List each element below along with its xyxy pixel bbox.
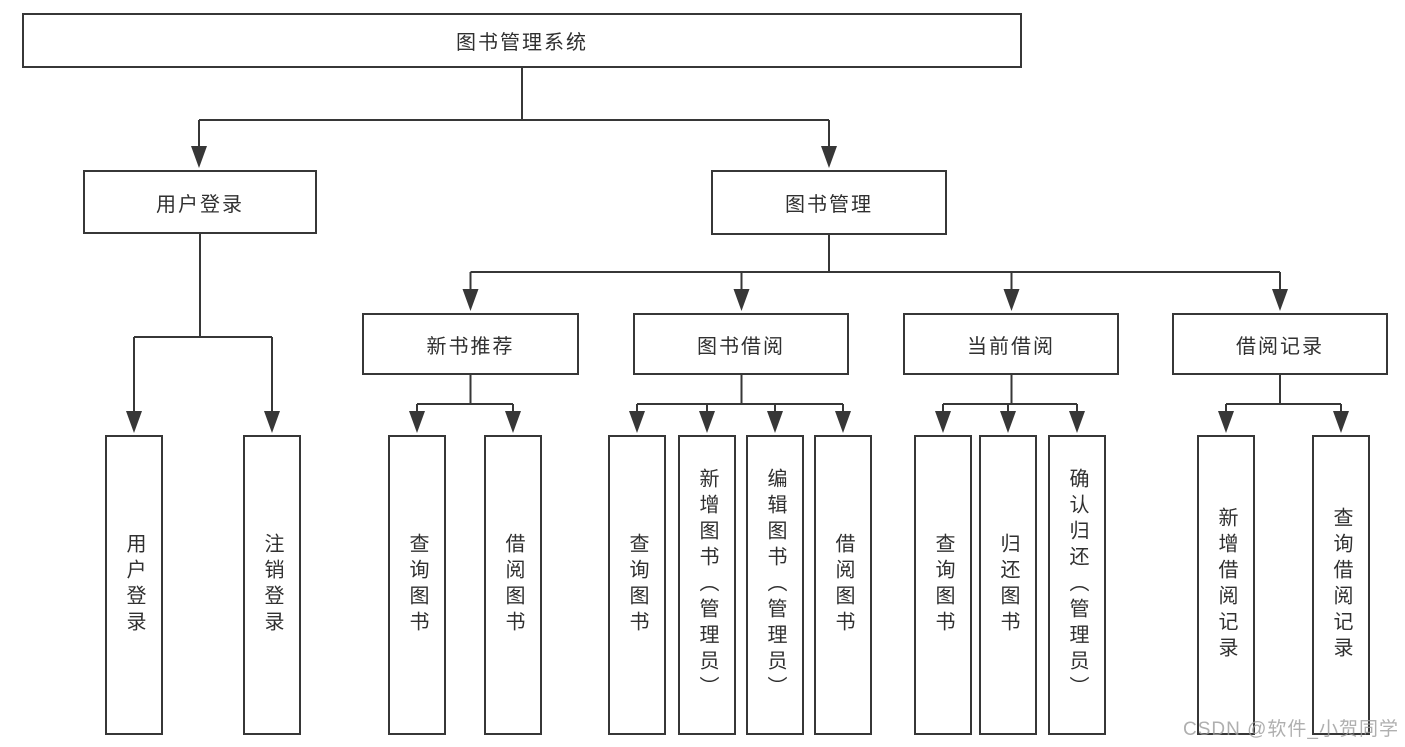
node-book-borrowing: 图书借阅 [633, 313, 849, 375]
leaf-add-book-admin-label: 新增图书（管理员） [696, 468, 718, 702]
leaf-logout-label: 注销登录 [261, 533, 283, 637]
leaf-query-books-current: 查询图书 [914, 435, 972, 735]
leaf-return-book: 归还图书 [979, 435, 1037, 735]
leaf-edit-book-admin-label: 编辑图书（管理员） [764, 468, 786, 702]
node-current-borrowing-label: 当前借阅 [967, 335, 1055, 358]
leaf-query-books-borrow: 查询图书 [608, 435, 666, 735]
csdn-watermark: CSDN @软件_小贺同学 [1183, 719, 1399, 740]
node-root-label: 图书管理系统 [456, 32, 588, 54]
node-book-borrowing-label: 图书借阅 [697, 335, 785, 358]
leaf-return-book-label: 归还图书 [997, 533, 1019, 637]
leaf-edit-book-admin: 编辑图书（管理员） [746, 435, 804, 735]
node-book-management: 图书管理 [711, 170, 947, 235]
node-root: 图书管理系统 [22, 13, 1022, 68]
node-book-management-label: 图书管理 [785, 194, 873, 216]
leaf-user-login-label: 用户登录 [123, 533, 145, 637]
leaf-query-borrow-record: 查询借阅记录 [1312, 435, 1370, 735]
leaf-borrow-books-recommend: 借阅图书 [484, 435, 542, 735]
leaf-add-book-admin: 新增图书（管理员） [678, 435, 736, 735]
leaf-borrow-books: 借阅图书 [814, 435, 872, 735]
node-borrowing-records: 借阅记录 [1172, 313, 1388, 375]
node-borrowing-records-label: 借阅记录 [1236, 335, 1324, 358]
leaf-borrow-books-label: 借阅图书 [832, 533, 854, 637]
leaf-add-borrow-record: 新增借阅记录 [1197, 435, 1255, 735]
node-user-login: 用户登录 [83, 170, 317, 234]
leaf-borrow-books-recommend-label: 借阅图书 [502, 533, 524, 637]
leaf-query-books-borrow-label: 查询图书 [626, 533, 648, 637]
leaf-user-login: 用户登录 [105, 435, 163, 735]
leaf-query-books-recommend-label: 查询图书 [406, 533, 428, 637]
leaf-query-borrow-record-label: 查询借阅记录 [1330, 507, 1352, 663]
leaf-add-borrow-record-label: 新增借阅记录 [1215, 507, 1237, 663]
leaf-logout: 注销登录 [243, 435, 301, 735]
node-current-borrowing: 当前借阅 [903, 313, 1119, 375]
leaf-query-books-recommend: 查询图书 [388, 435, 446, 735]
leaf-confirm-return-admin: 确认归还（管理员） [1048, 435, 1106, 735]
leaf-confirm-return-admin-label: 确认归还（管理员） [1066, 468, 1088, 702]
node-new-book-recommend-label: 新书推荐 [426, 335, 515, 358]
leaf-query-books-current-label: 查询图书 [932, 533, 954, 637]
node-new-book-recommend: 新书推荐 [362, 313, 579, 375]
arrowheads [126, 146, 1349, 433]
node-user-login-label: 用户登录 [156, 193, 244, 216]
